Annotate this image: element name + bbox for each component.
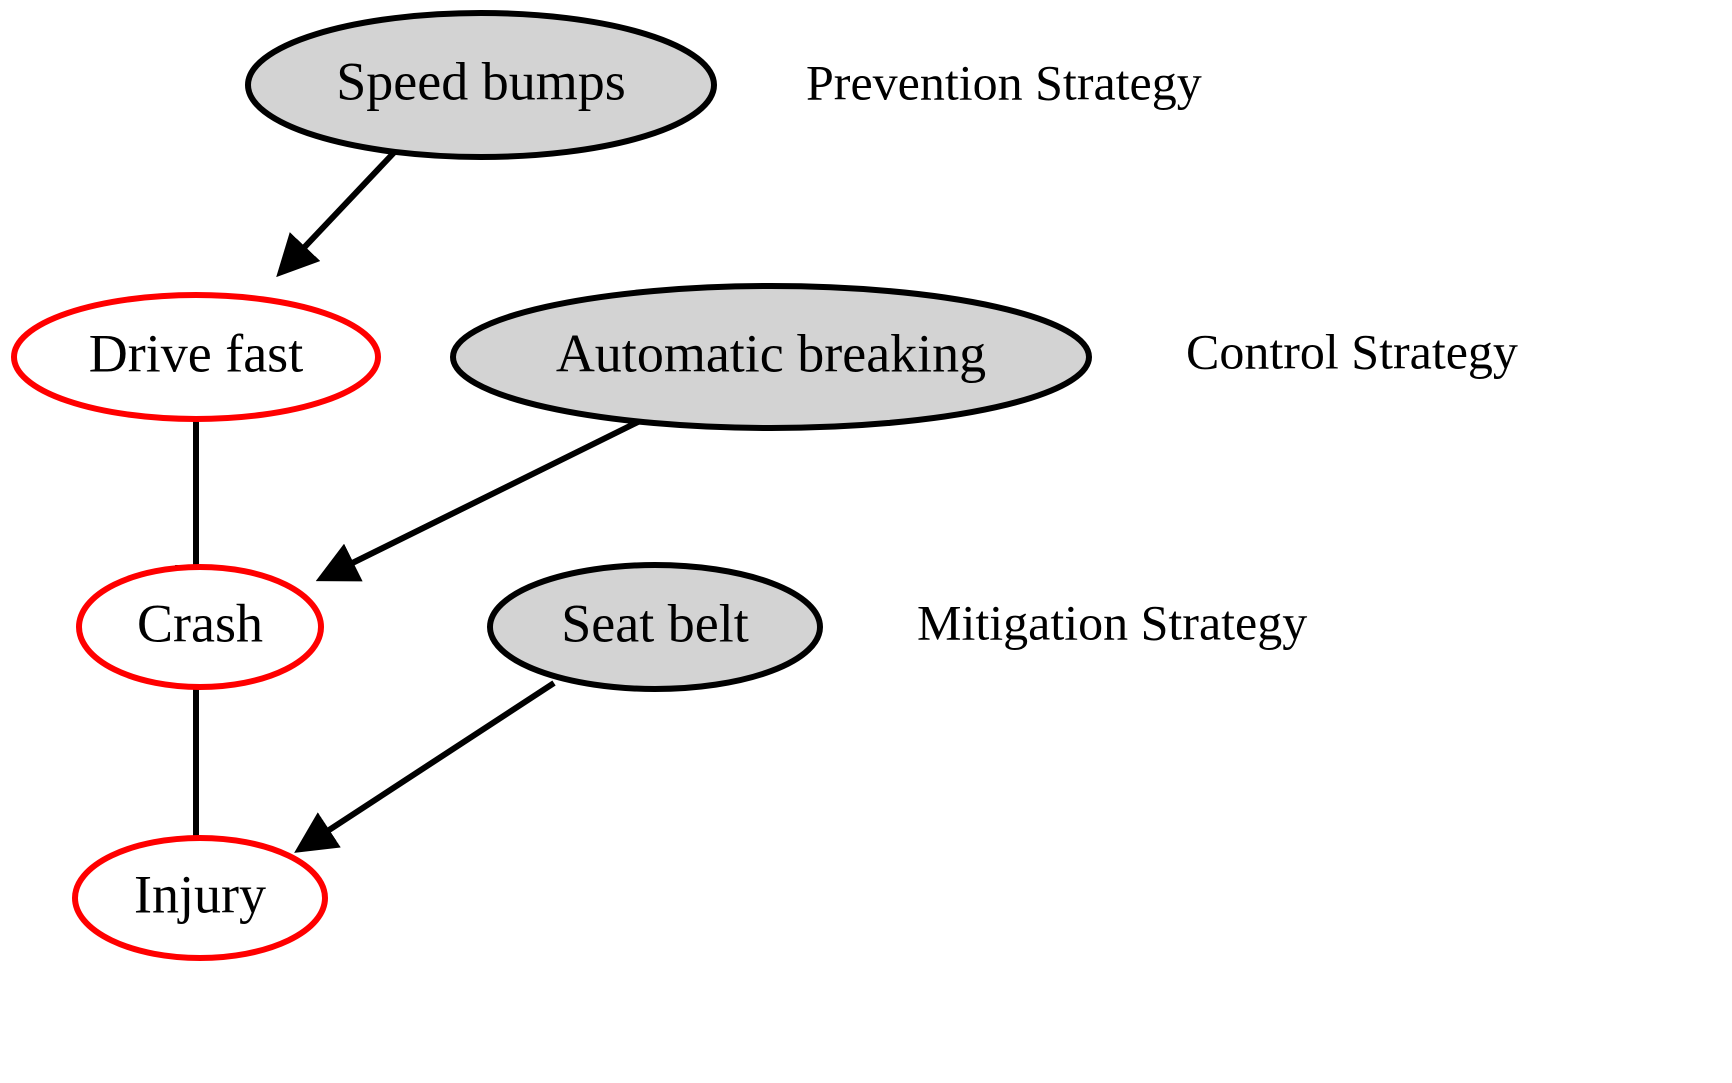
node-ellipse[interactable] [450, 283, 1092, 431]
node-injury[interactable]: Injury [72, 835, 328, 961]
node-label: Injury [134, 864, 266, 924]
node-label: Seat belt [561, 593, 748, 653]
edge-line [315, 417, 644, 582]
edge-seat-belt-to-injury [294, 680, 556, 853]
node-drive-fast[interactable]: Drive fast [11, 292, 381, 422]
node-label: Drive fast [89, 323, 303, 383]
control-strategy-label: Control Strategy [1186, 323, 1518, 379]
node-label: Speed bumps [336, 51, 626, 111]
node-ellipse[interactable] [72, 835, 328, 961]
node-ellipse[interactable] [76, 564, 324, 690]
mitigation-strategy-label: Mitigation Strategy [917, 594, 1307, 650]
edge-line [294, 680, 556, 853]
edge-speed-bumps-to-drive-fast [276, 139, 407, 278]
node-ellipse[interactable] [487, 562, 823, 692]
prevention-strategy-label: Prevention Strategy [806, 54, 1202, 110]
node-label: Crash [137, 593, 263, 653]
node-speed-bumps[interactable]: Speed bumps [245, 10, 717, 160]
node-ellipse[interactable] [11, 292, 381, 422]
node-seat-belt[interactable]: Seat belt [487, 562, 823, 692]
edge-automatic-breaking-to-crash [315, 417, 644, 582]
node-automatic-breaking[interactable]: Automatic breaking [450, 283, 1092, 431]
node-ellipse[interactable] [245, 10, 717, 160]
node-crash[interactable]: Crash [76, 564, 324, 690]
nodes-layer: Speed bumps Drive fast Automatic breakin… [11, 10, 1092, 961]
edge-line [276, 139, 407, 278]
strategy-labels-layer: Prevention Strategy Control Strategy Mit… [806, 54, 1518, 650]
edges-layer [175, 139, 644, 879]
node-label: Automatic breaking [556, 323, 986, 383]
